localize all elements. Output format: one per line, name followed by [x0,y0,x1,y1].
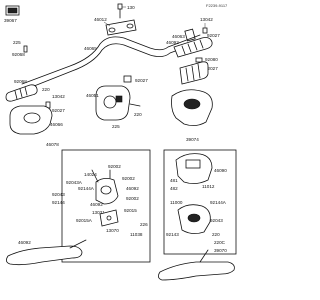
part-130-bolt [117,3,123,19]
part-46090-master-cylinder [175,153,213,184]
label-220-a: 220 [42,87,50,92]
label-92043: 92043 [52,192,65,197]
part-46092-clutch-holder [91,169,119,205]
label-14024: 14024 [84,172,97,177]
label-92002-c: 92002 [126,196,139,201]
label-46065: 46065 [84,46,97,51]
label-46012: 46012 [94,17,107,22]
label-481: 481 [170,178,178,183]
part-39074-right-housing [171,89,213,126]
part-46092-clutch-lever [6,239,87,266]
label-92027-c: 92027 [52,108,65,113]
label-92068-a: 92068 [12,52,25,57]
part-46063-throttle-grip [179,61,209,85]
label-92144: 92144 [52,200,65,205]
label-46078: 46078 [46,142,59,147]
label-220-c: 220 [212,232,220,237]
label-92144A-right: 92144A [210,200,227,205]
part-46066-grip-right [173,37,213,58]
label-225-left: 225 [13,40,21,45]
label-220C: 220C [214,240,226,245]
label-13070: 13070 [106,228,119,233]
label-46092-top: 46092 [166,40,179,45]
label-92080: 92080 [205,57,218,62]
part-46012-holder [105,19,137,36]
label-11012: 11012 [202,184,215,189]
label-13042-right: 13042 [200,17,213,22]
label-226: 226 [140,222,148,227]
label-46092-d: 46092 [18,240,31,245]
label-39070: 39070 [214,248,227,253]
part-46065-handlebar [21,34,203,91]
label-46063: 46063 [172,34,185,39]
label-92002-a: 92002 [108,164,121,169]
part-39067-plate [5,5,20,16]
label-92144A: 92144A [78,186,95,191]
label-92027-a: 92027 [207,33,220,38]
label-13031: 13031 [92,210,105,215]
label-46092-b: 46092 [126,186,139,191]
label-39067: 39067 [4,18,17,23]
right-lever-assembly-box [163,149,237,255]
label-92015A: 92015A [76,218,93,223]
label-92068-b: 92068 [14,79,27,84]
label-46090: 46090 [214,168,227,173]
label-92015: 92015 [124,208,137,213]
label-39074: 39074 [186,137,199,142]
part-92027-center [123,75,132,83]
part-92080-cap [195,57,203,63]
label-46092-c: 46092 [90,202,103,207]
label-92043A: 92043A [66,180,83,185]
label-46066: 46066 [50,122,63,127]
part-46063-grip-left [5,84,38,102]
label-482: 482 [170,186,178,191]
part-46051-switch-housing [95,85,141,121]
label-92043-right: 92043 [210,218,223,223]
label-46051: 46051 [86,93,99,98]
label-92027-d: 92027 [135,78,148,83]
reference-code: F2239-9117 [206,3,228,8]
label-11038: 11038 [130,232,143,237]
part-225-screw-left [23,45,28,53]
label-92027-b: 92027 [205,66,218,71]
parts-diagram: F2239-9117 39067 130 46012 13042 92027 4… [4,3,237,281]
label-92002-b: 92002 [122,176,135,181]
part-13031-bracket [99,209,119,227]
label-11000: 11000 [170,200,183,205]
label-220-b: 220 [134,112,142,117]
label-225-b: 225 [112,124,120,129]
handlebar-exploded-view: F2239-9117 39067 130 46012 13042 92027 4… [4,3,237,281]
label-130: 130 [127,5,135,10]
left-lever-assembly-box [61,149,151,263]
part-92027-screw [202,27,208,34]
part-46066-left-switch [9,105,53,135]
label-13042-left: 13042 [52,94,65,99]
part-11000-lower-body [177,204,211,234]
part-brake-lever [158,249,235,281]
label-92143: 92143 [166,232,179,237]
